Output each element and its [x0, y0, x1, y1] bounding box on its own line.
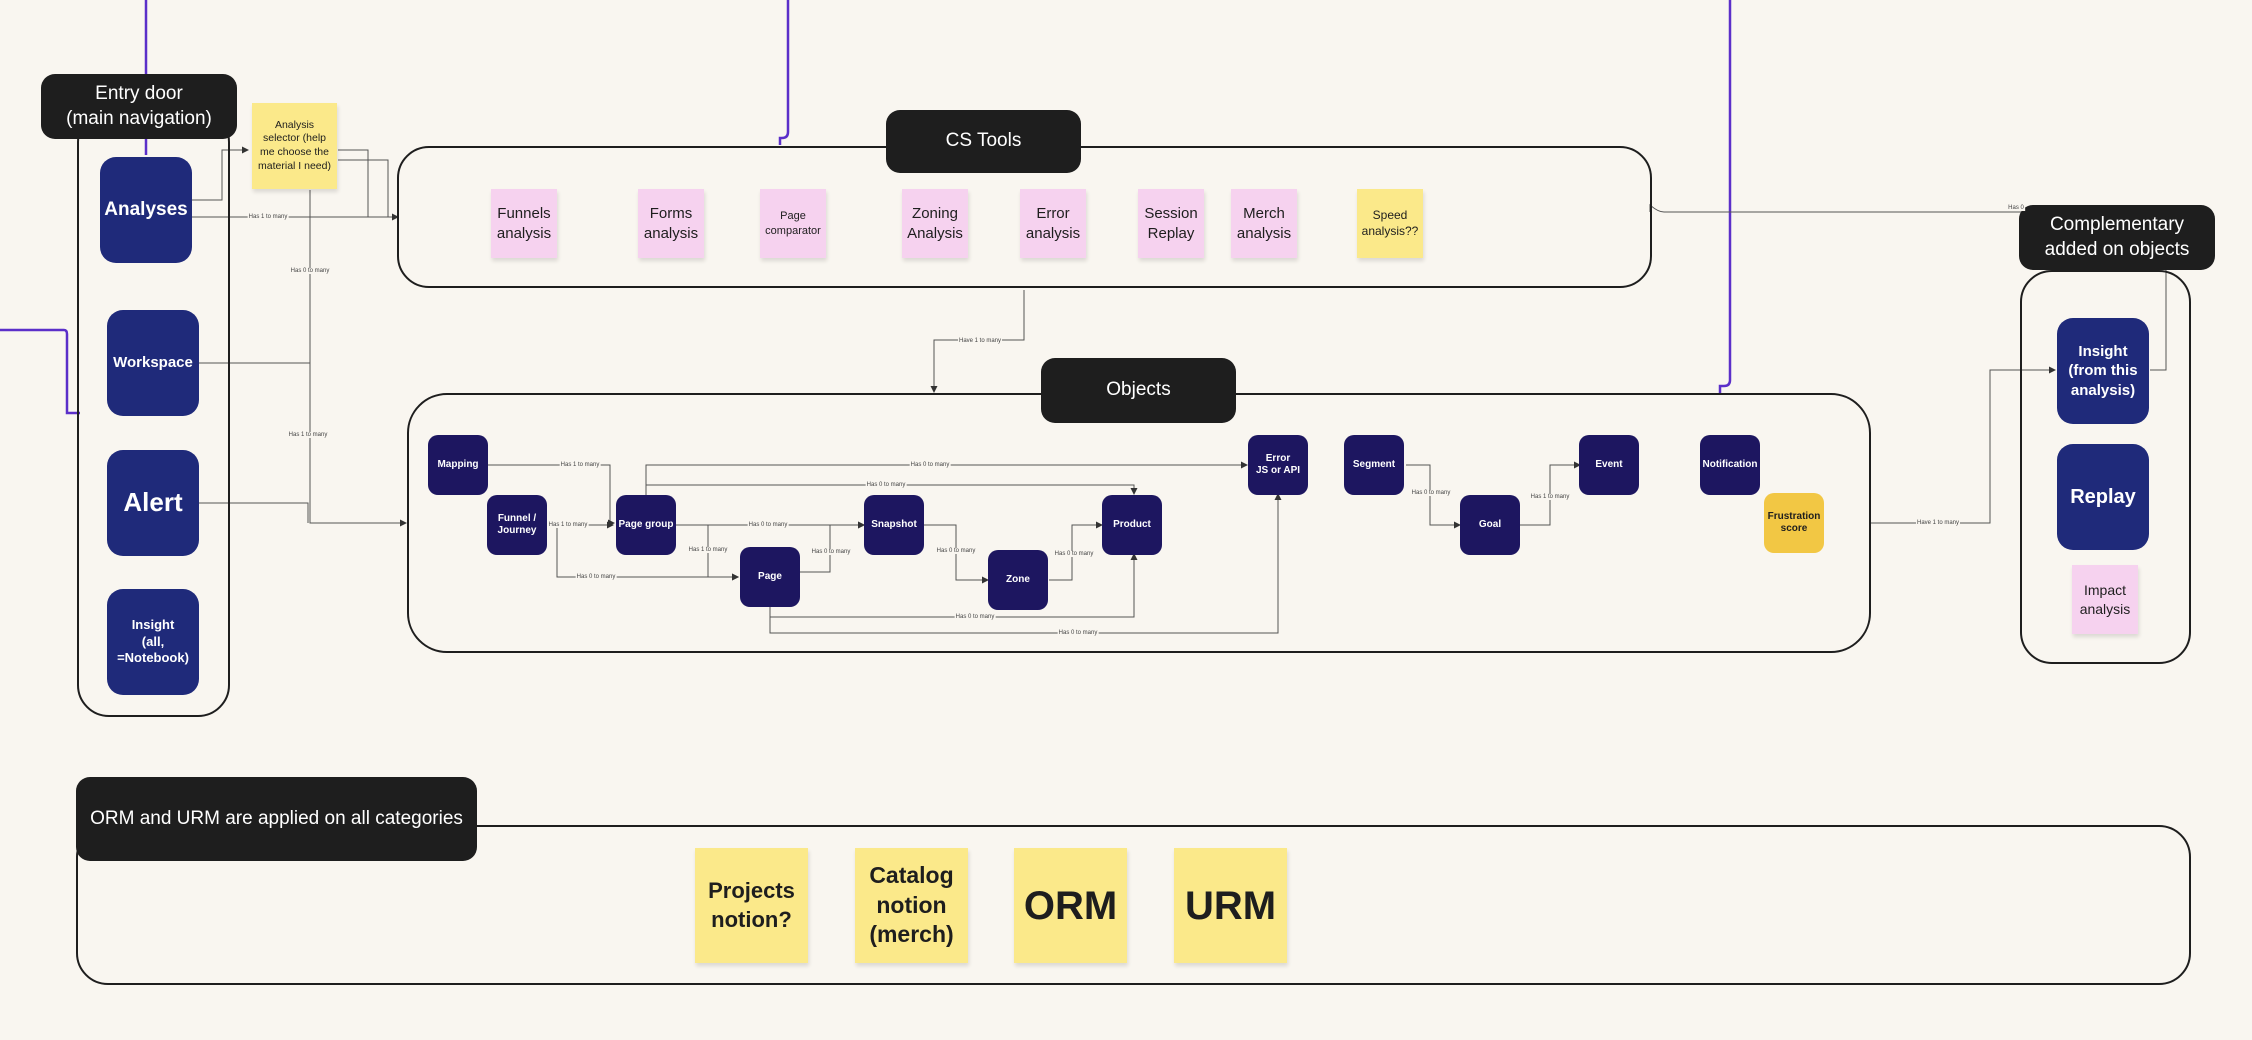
- complementary-frame: [2020, 270, 2191, 664]
- analysis-selector-note[interactable]: Analysis selector (help me choose the ma…: [252, 103, 337, 189]
- edge-label-goal-event: Has 1 to many: [1529, 494, 1571, 500]
- edge-label-objects-comp: Have 1 to many: [1915, 520, 1961, 526]
- edge-label-segment-goal: Has 0 to many: [1410, 490, 1452, 496]
- tool-merch-analysis[interactable]: Merch analysis: [1231, 189, 1297, 258]
- node-funnel-journey[interactable]: Funnel / Journey: [487, 495, 547, 555]
- insight-this-analysis-card[interactable]: Insight (from this analysis): [2057, 318, 2149, 424]
- tool-zoning-analysis[interactable]: Zoning Analysis: [902, 189, 968, 258]
- node-mapping[interactable]: Mapping: [428, 435, 488, 495]
- edge-label-funnel-pg: Has 1 to many: [547, 522, 589, 528]
- edge-label-page-product: Has 0 to many: [954, 614, 996, 620]
- note-orm[interactable]: ORM: [1014, 848, 1127, 963]
- cs-tools-title: CS Tools: [886, 110, 1081, 173]
- node-page[interactable]: Page: [740, 547, 800, 607]
- workspace-card[interactable]: Workspace: [107, 310, 199, 416]
- edge-label-mapping-pg: Has 1 to many: [559, 462, 601, 468]
- edge-label-selector: Has 0 to many: [289, 268, 331, 274]
- edge-label-page-snapshot: Has 0 to many: [810, 549, 852, 555]
- node-error[interactable]: Error JS or API: [1248, 435, 1308, 495]
- tool-page-comparator[interactable]: Page comparator: [760, 189, 826, 258]
- edge-label-workspace-objects: Has 1 to many: [287, 432, 329, 438]
- edge-label-tools-comp: Has 0: [2007, 205, 2025, 211]
- complementary-title: Complementary added on objects: [2019, 205, 2215, 270]
- tool-funnels-analysis[interactable]: Funnels analysis: [491, 189, 557, 258]
- note-projects-notion[interactable]: Projects notion?: [695, 848, 808, 963]
- node-zone[interactable]: Zone: [988, 550, 1048, 610]
- node-event[interactable]: Event: [1579, 435, 1639, 495]
- edge-label-pg-error: Has 0 to many: [909, 462, 951, 468]
- edge-label-page-error: Has 0 to many: [1057, 630, 1099, 636]
- edge-label-pg-snapshot: Has 0 to many: [747, 522, 789, 528]
- node-page-group[interactable]: Page group: [616, 495, 676, 555]
- orm-urm-title: ORM and URM are applied on all categorie…: [76, 777, 477, 861]
- node-segment[interactable]: Segment: [1344, 435, 1404, 495]
- edge-label-snapshot-zone: Has 0 to many: [935, 548, 977, 554]
- note-urm[interactable]: URM: [1174, 848, 1287, 963]
- tool-forms-analysis[interactable]: Forms analysis: [638, 189, 704, 258]
- tool-error-analysis[interactable]: Error analysis: [1020, 189, 1086, 258]
- replay-card[interactable]: Replay: [2057, 444, 2149, 550]
- objects-title: Objects: [1041, 358, 1236, 423]
- node-notification[interactable]: Notification: [1700, 435, 1760, 495]
- note-catalog-notion[interactable]: Catalog notion (merch): [855, 848, 968, 963]
- edge-label-analyses-tools: Has 1 to many: [247, 214, 289, 220]
- tool-speed-analysis[interactable]: Speed analysis??: [1357, 189, 1423, 258]
- node-product[interactable]: Product: [1102, 495, 1162, 555]
- edge-label-pg-page: Has 1 to many: [687, 547, 729, 553]
- insight-all-card[interactable]: Insight (all, =Notebook): [107, 589, 199, 695]
- node-snapshot[interactable]: Snapshot: [864, 495, 924, 555]
- edge-label-zone-product: Has 0 to many: [1053, 551, 1095, 557]
- analyses-card[interactable]: Analyses: [100, 157, 192, 263]
- node-goal[interactable]: Goal: [1460, 495, 1520, 555]
- edge-label-pg-product: Has 0 to many: [865, 482, 907, 488]
- tool-session-replay[interactable]: Session Replay: [1138, 189, 1204, 258]
- orm-urm-frame: [76, 825, 2191, 985]
- entry-door-title: Entry door (main navigation): [41, 74, 237, 139]
- edge-label-funnel-page: Has 0 to many: [575, 574, 617, 580]
- impact-analysis-note[interactable]: Impact analysis: [2072, 565, 2138, 634]
- alert-card[interactable]: Alert: [107, 450, 199, 556]
- node-frustration-score[interactable]: Frustration score: [1764, 493, 1824, 553]
- edge-label-tools-objects: Have 1 to many: [957, 338, 1003, 344]
